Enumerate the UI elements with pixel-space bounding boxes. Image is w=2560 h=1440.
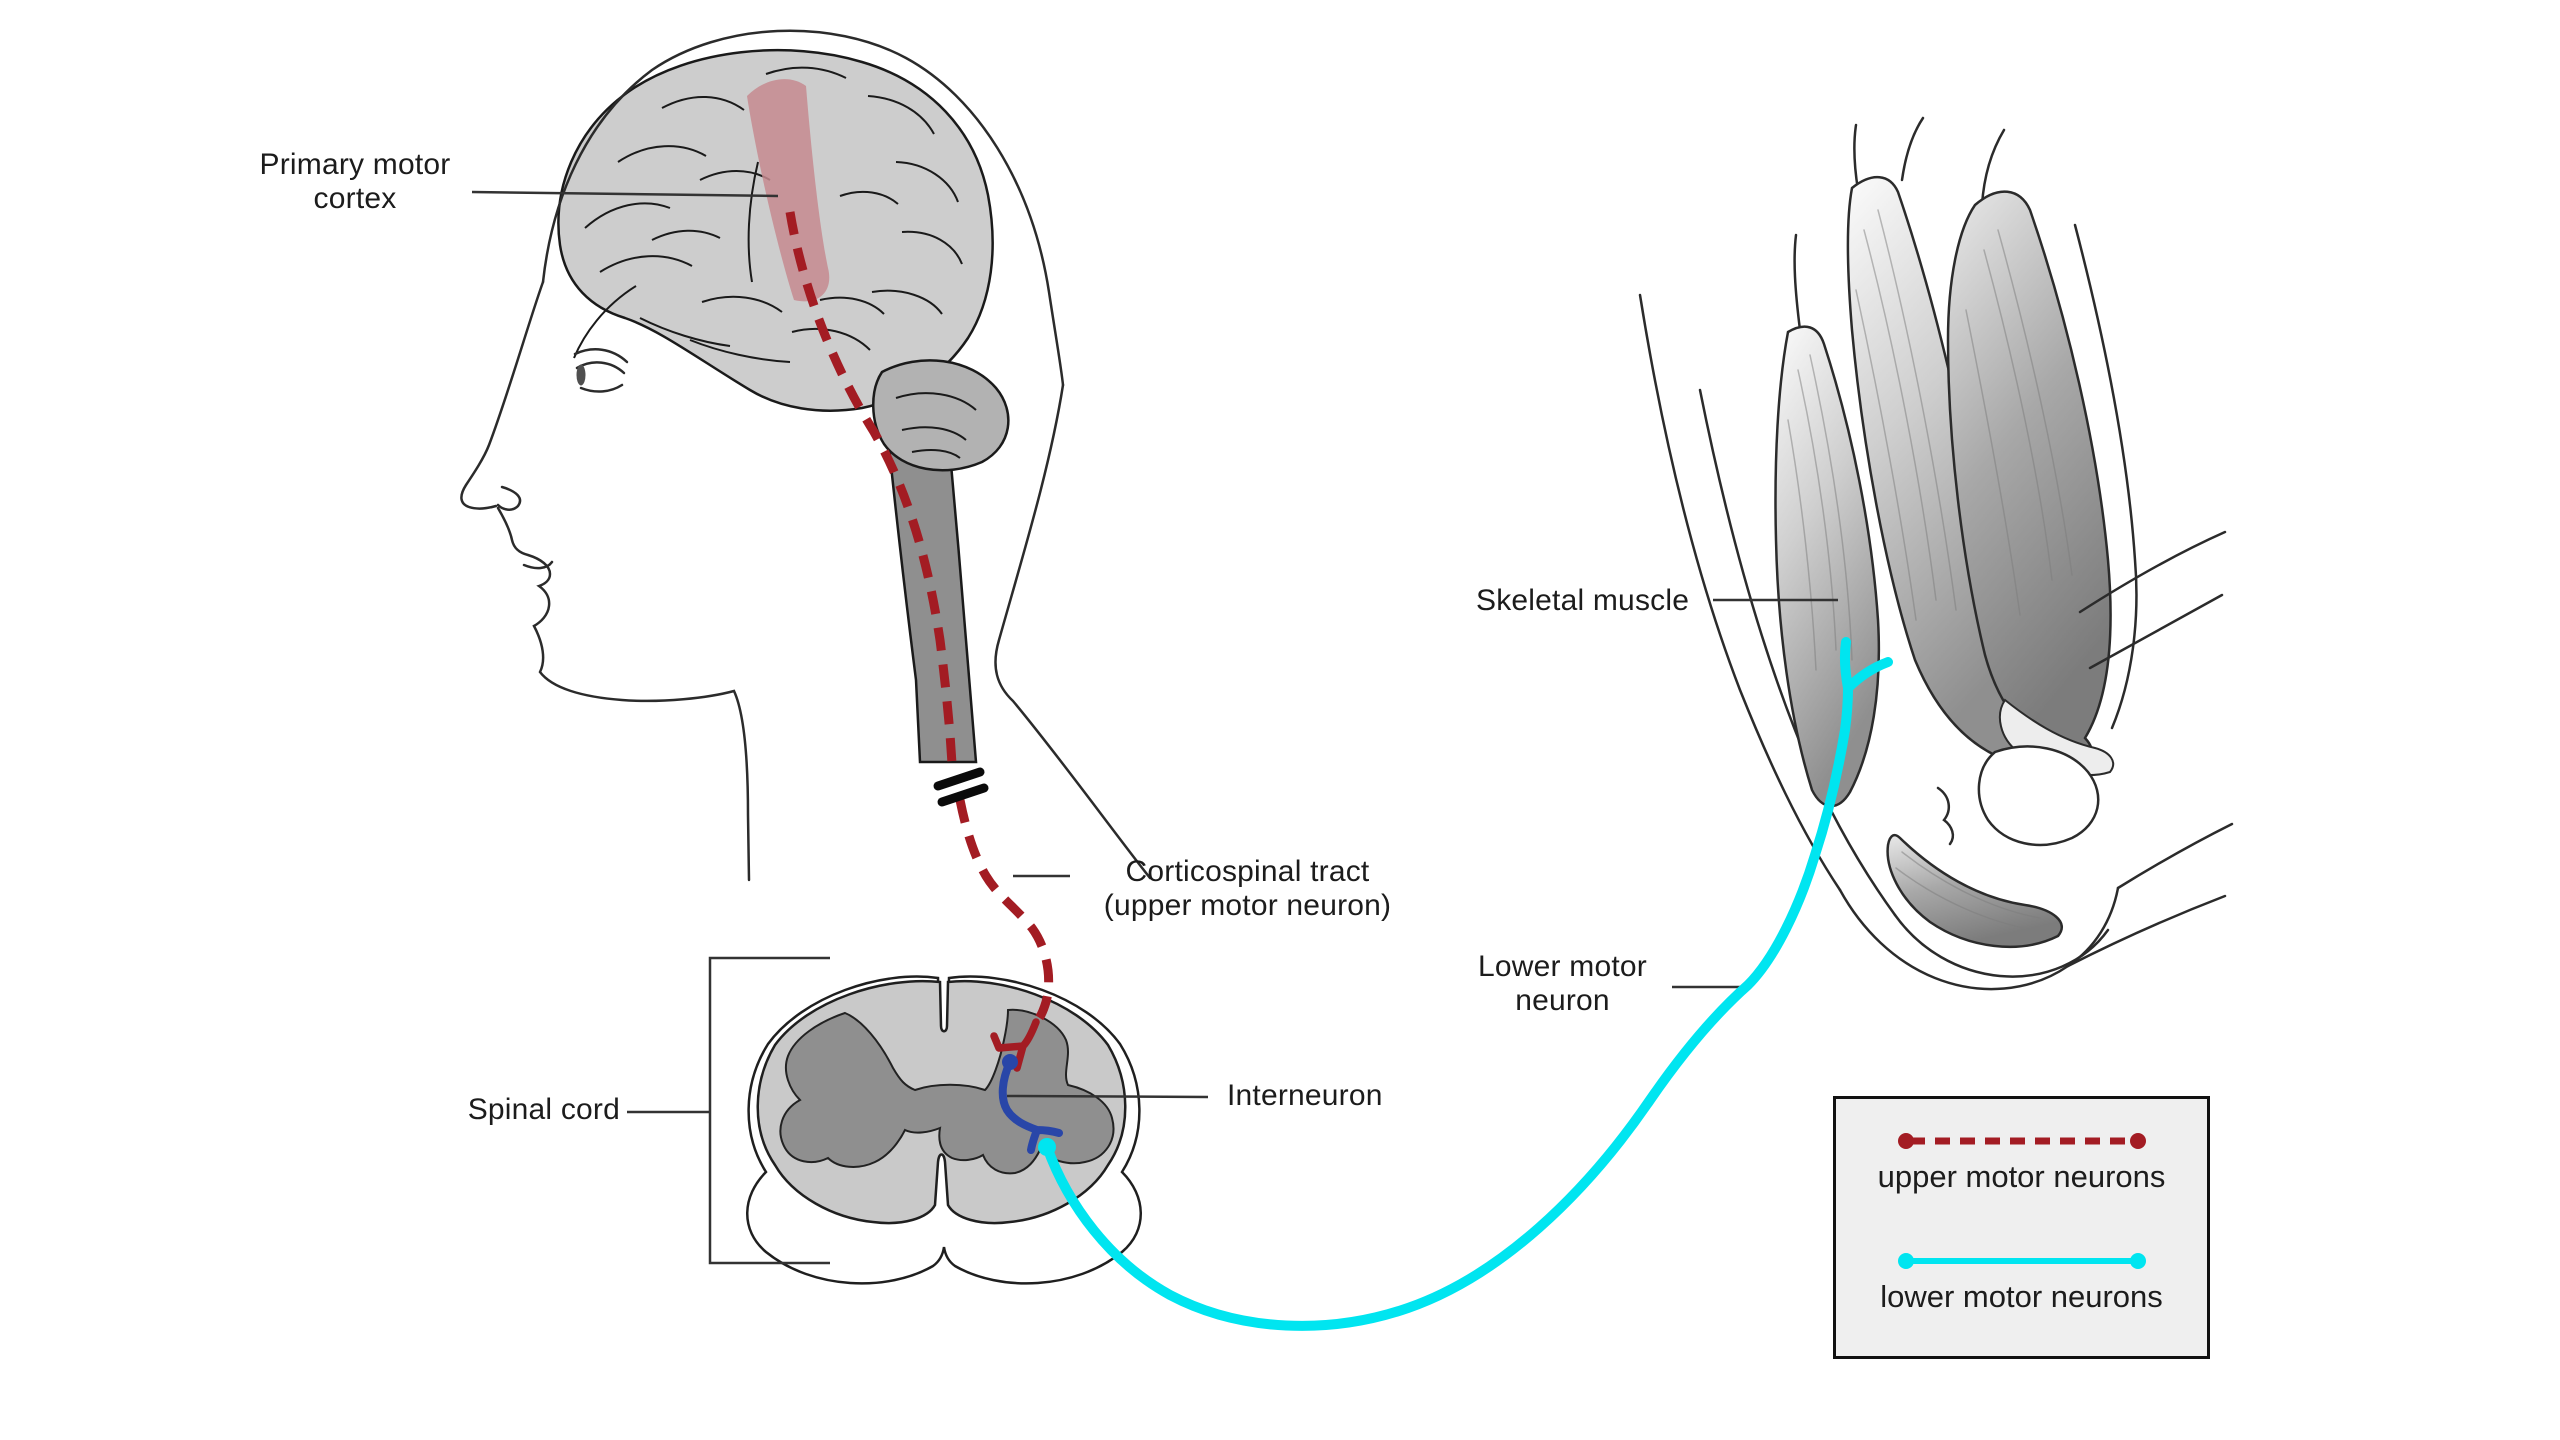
eye [576,364,586,386]
upper-motor-neuron-axon [785,211,957,765]
legend-dot [1897,1253,1914,1269]
label-primary-motor-cortex: Primary motor cortex [259,148,451,215]
label-spinal-cord: Spinal cord [467,1093,620,1126]
lips-chin-jaw-neck [496,506,751,882]
legend-upper-sample [1836,1129,2207,1153]
label-skeletal-muscle: Skeletal muscle [1476,584,1690,617]
legend-dot [2129,1133,2146,1149]
elbow-bone [1977,745,2100,847]
mouth-line [522,560,554,570]
pointer-interneuron [1006,1094,1209,1099]
label-interneuron: Interneuron [1227,1079,1383,1112]
legend-dot [1897,1133,1914,1149]
upper-motor-neuron-axon [955,799,1054,1026]
neuron-pathways [785,211,1893,1331]
pointer-primary-motor-cortex [471,190,779,198]
interneuron-axon [998,1058,1063,1154]
arm-outline [1698,388,1897,917]
brain-gyri [573,66,963,363]
spinal-cord-bracket [708,956,830,1265]
legend: upper motor neurons lower motor neurons [1833,1096,2210,1359]
nostril [496,485,522,511]
arm-illustration [1638,116,2234,991]
face-profile [460,280,545,510]
eyebrow [573,348,629,364]
pointer-lines [471,190,1838,1265]
skull-outline [541,29,1065,387]
spinal-gray-matter [779,1008,1115,1175]
muscle-belly [1886,833,2064,948]
arm-outline [1638,293,1842,892]
legend-dot [2129,1253,2146,1269]
label-lower-motor-neuron: Lower motor neuron [1478,950,1647,1017]
legend-upper-label: upper motor neurons [1877,1159,2166,1194]
lower-eyelid [579,383,624,393]
lower-motor-neuron-line-sample [1897,1253,2146,1269]
upper-motor-neuron-terminal [990,1018,1040,1072]
head-illustration [460,29,1152,885]
legend-lower-label: lower motor neurons [1880,1279,2163,1314]
primary-motor-cortex-highlight [747,79,830,302]
cerebellum-folds [895,392,977,459]
lower-motor-neuron-axon [1042,637,1893,1331]
neck-back-outline [994,383,1152,880]
upper-motor-neuron-line-sample [1897,1133,2146,1149]
axon-break-marks [933,767,989,807]
legend-lower-sample [1836,1249,2207,1273]
spinal-cord-section [746,975,1142,1285]
label-corticospinal-tract: Corticospinal tract (upper motor neuron) [1103,855,1392,922]
arm-outline [2073,223,2138,730]
